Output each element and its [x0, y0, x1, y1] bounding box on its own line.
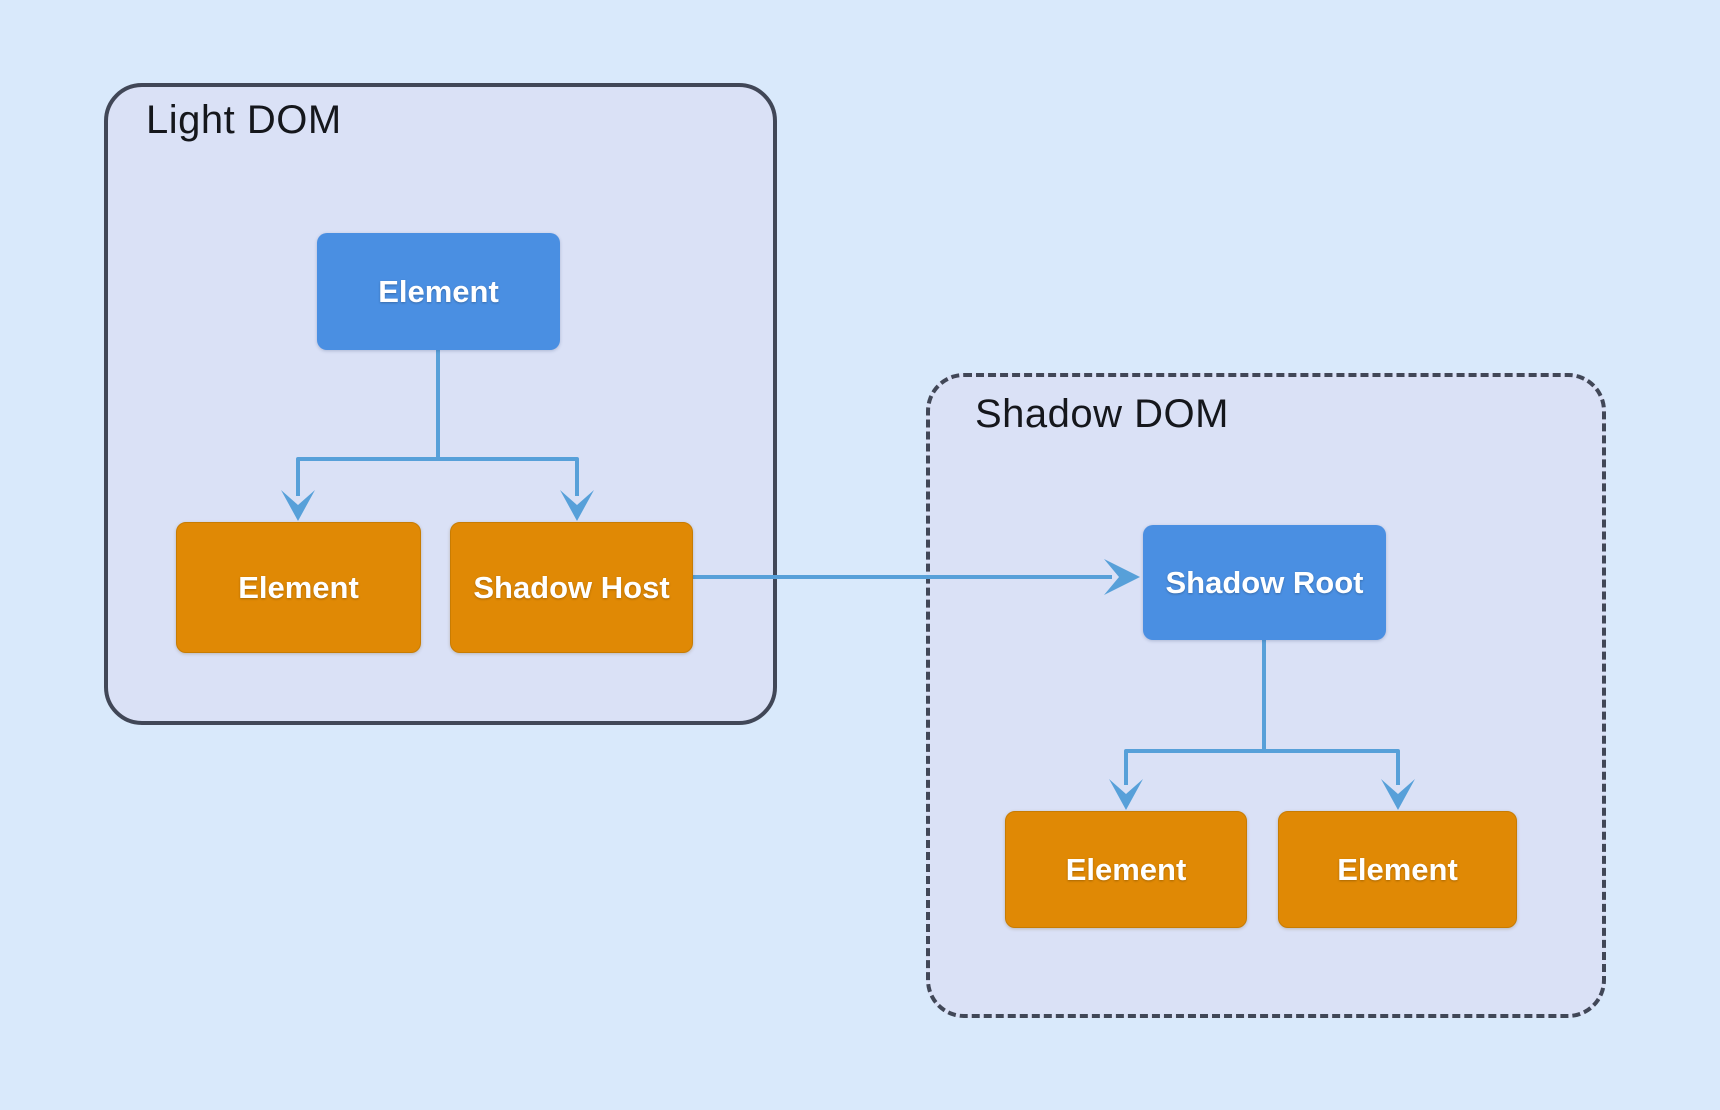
light-dom-title: Light DOM — [146, 98, 342, 142]
shadow-root-node: Shadow Root — [1143, 525, 1386, 640]
light-dom-child-element-node: Element — [176, 522, 421, 653]
shadow-host-node: Shadow Host — [450, 522, 693, 653]
shadow-dom-element-left-node: Element — [1005, 811, 1247, 928]
shadow-dom-title: Shadow DOM — [975, 392, 1229, 436]
shadow-dom-element-right-node: Element — [1278, 811, 1517, 928]
light-dom-root-element-node: Element — [317, 233, 560, 350]
